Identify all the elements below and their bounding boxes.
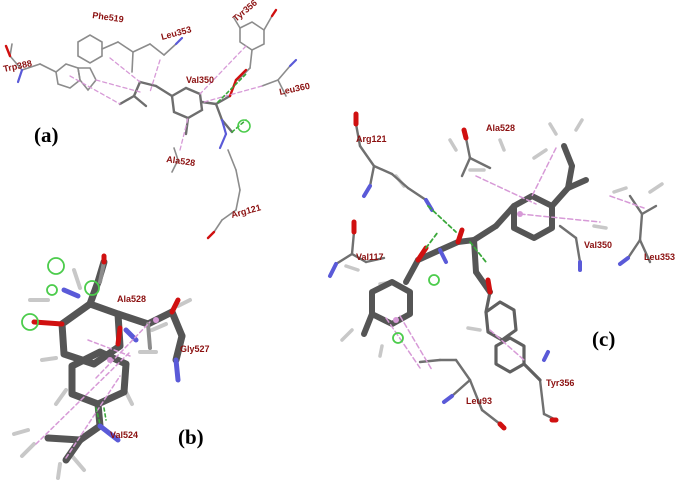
panel-b-labels: Ala528 Gly527 Val524 xyxy=(110,294,210,440)
residue-label-val524: Val524 xyxy=(110,430,138,440)
panel-a-molecule xyxy=(4,8,298,240)
residue-label-gly527: Gly527 xyxy=(180,344,210,354)
residue-label-arg121: Arg121 xyxy=(230,202,262,220)
residue-label-leu93: Leu93 xyxy=(466,396,492,406)
residue-label-arg121-c: Arg121 xyxy=(356,134,387,144)
panel-label-a: (a) xyxy=(34,123,59,147)
panel-c: Arg121 Ala528 Val117 Val350 Leu353 Tyr35… xyxy=(328,111,675,431)
residue-label-ala528-b: Ala528 xyxy=(117,294,146,304)
halogen-sphere-a xyxy=(237,119,251,133)
residue-label-val350-c: Val350 xyxy=(584,240,612,250)
panel-c-molecule xyxy=(328,111,664,431)
residue-label-tyr356: Tyr356 xyxy=(231,0,259,24)
panel-b-molecule xyxy=(12,253,192,480)
residue-label-val350: Val350 xyxy=(186,75,214,85)
residue-label-leu353-c: Leu353 xyxy=(644,252,675,262)
residue-label-tyr356-c: Tyr356 xyxy=(546,378,574,388)
panel-c-labels: Arg121 Ala528 Val117 Val350 Leu353 Tyr35… xyxy=(356,123,675,406)
panel-label-b: (b) xyxy=(178,425,204,449)
residue-label-ala528: Ala528 xyxy=(166,154,196,168)
halogen-spheres-c xyxy=(392,274,440,344)
residue-label-leu360: Leu360 xyxy=(278,81,310,97)
residue-label-phe519: Phe519 xyxy=(92,10,125,24)
halogen-spheres-b xyxy=(21,257,100,331)
panel-label-c: (c) xyxy=(592,327,615,351)
panel-a: Phe519 Leu353 Tyr356 Trp388 Val350 Leu36… xyxy=(2,0,311,240)
residue-label-ala528-c: Ala528 xyxy=(486,123,515,133)
residue-label-trp388: Trp388 xyxy=(2,58,32,74)
residue-label-val117: Val117 xyxy=(356,252,384,262)
residue-label-leu353: Leu353 xyxy=(160,24,193,42)
panel-b: Ala528 Gly527 Val524 (b) xyxy=(12,253,210,480)
